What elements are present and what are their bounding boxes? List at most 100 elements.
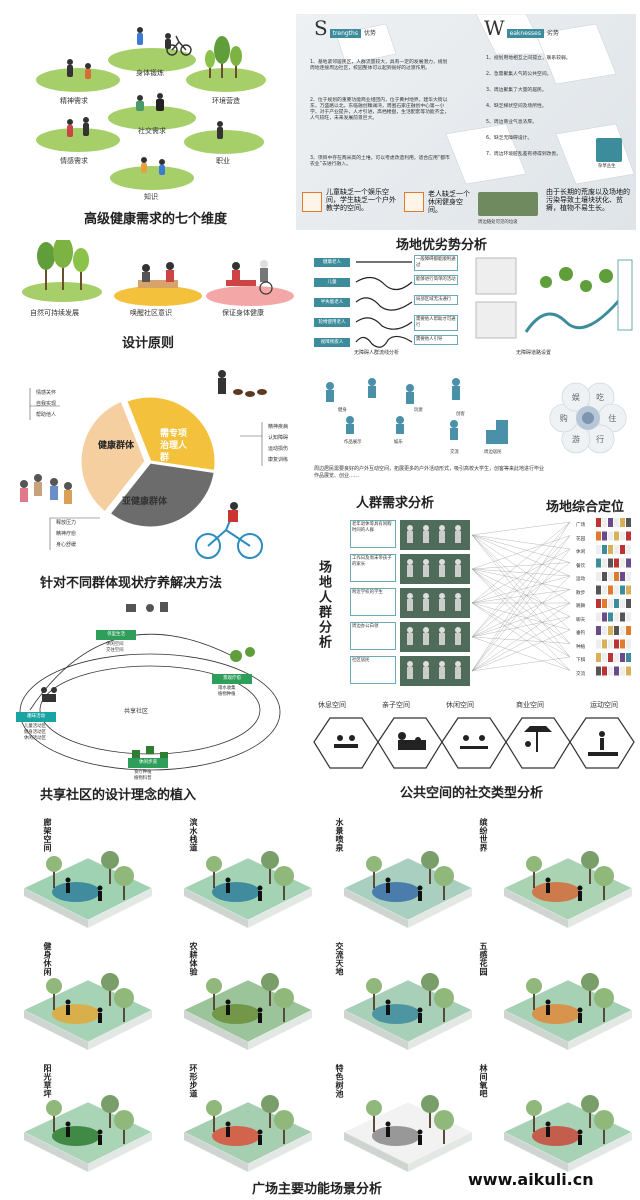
matrix-cell (602, 639, 607, 649)
swot-w-cn: 劣势 (546, 30, 559, 37)
shared-node-walkway: 休闲步道 (128, 758, 168, 768)
barrier-row-visual: 视障残疾人 (314, 338, 350, 347)
flower-petal-label-6: 娱 (572, 393, 580, 402)
dimension-label-exercise: 身体锻炼 (136, 69, 164, 77)
principles-caption: 设计原则 (122, 336, 175, 351)
matrix-cell (614, 666, 619, 676)
matrix-cell (596, 558, 601, 568)
matrix-cell (626, 518, 631, 527)
groups-left-item-3: 帮助他人 (36, 412, 57, 418)
shared-orbit-diagram (19, 602, 281, 771)
watermark: www.aikuli.cn (468, 1170, 594, 1189)
swot-note-old: 老人缺乏一个休闲健身空间。 (428, 190, 470, 214)
pie-slice-3 (78, 398, 148, 516)
principles-panel: 自然可持续发展 唤醒社区意识 保证身体健康 设计原则 (0, 240, 300, 360)
scene-label-1: 廊架空间 (43, 818, 52, 852)
shared-caption: 共享社区的设计理念的植入 (40, 788, 197, 803)
swot-caption: 场地优劣势分析 (396, 238, 488, 253)
matrix-cell (602, 626, 607, 635)
matrix-cell (626, 653, 631, 662)
groups-caption: 针对不同群体现状疗养解决方法 (40, 576, 223, 591)
shared-node-healing: 景观疗愈 (212, 674, 252, 684)
dimension-label-knowledge: 知识 (144, 193, 158, 201)
matrix-cell (602, 531, 607, 541)
matrix-cell (626, 666, 631, 676)
shared-panel: 邻里生活 休闲空间 交往空间 景观疗愈 雨水收集 植物种植 趣味活动 儿童活动区… (0, 600, 300, 810)
matrix-cell (626, 639, 631, 649)
matrix-cell (602, 599, 607, 608)
principle-sustainable: 自然可持续发展 (30, 309, 79, 317)
matrix-cell (608, 572, 613, 581)
position-desc-row-4: 周边办公白领 (350, 622, 396, 650)
dimensions-caption: 高级健康需求的七个维度 (84, 212, 228, 227)
swot-s-item-2: 2、位于规划的重要功能商业组团内，位于黄村地界，建华大街以东，万盛路以北，东临融… (310, 98, 450, 121)
swot-s-letter: S (314, 16, 328, 40)
swot-w-item-3: 3、周边聚集了大量的居民。 (486, 88, 547, 93)
matrix-cell (626, 626, 631, 635)
swot-w-letter: W (484, 16, 505, 40)
groups-bottom-item-2: 精神疗愈 (56, 531, 77, 537)
social-type-leisure: 休闲空间 (446, 701, 474, 709)
dimension-label-social: 社交需求 (138, 127, 166, 135)
matrix-cell (614, 626, 619, 635)
principle-community: 唤醒社区意识 (130, 309, 172, 317)
legend-item-2: 花园 (576, 536, 586, 542)
matrix-cell (602, 612, 607, 622)
shared-center-label: 共享社区 (124, 708, 149, 715)
matrix-cell (608, 666, 613, 676)
dimension-label-career: 职业 (216, 157, 230, 165)
position-vertical-title: 场地人群分析 (316, 560, 331, 650)
swot-w-item-4: 4、缺乏梯状空间及场所性。 (486, 104, 547, 109)
social-type-family: 亲子空间 (382, 701, 410, 709)
barrier-row-semi-disabled: 半失能老人 (314, 298, 350, 307)
matrix-cell (596, 653, 601, 662)
scene-label-5: 健身休闲 (43, 942, 52, 976)
scene-tile-1 (23, 851, 153, 928)
swot-s-word: trengths (329, 29, 361, 38)
scene-tile-7 (343, 973, 473, 1050)
groups-right-item-1: 精神疾病 (268, 424, 289, 430)
groups-figures (20, 370, 267, 559)
matrix-cell (608, 599, 613, 608)
swot-w-item-5: 5、周边商业气息浓厚。 (486, 120, 538, 125)
dimension-label-spiritual: 精神需求 (60, 97, 88, 105)
swot-w-item-2: 2、急需聚集人气的公共空间。 (486, 72, 552, 77)
groups-right-item-2: 认知障碍 (268, 435, 289, 441)
legend-item-5: 运动 (576, 577, 586, 582)
groups-sub-label: 亚健康群体 (122, 497, 168, 507)
matrix-cell (614, 531, 619, 541)
matrix-cell (614, 518, 619, 527)
crowd-panel: 健身 玩耍 作品展示 娱乐 创客 交流 周边居民 吃住行游购娱 周边居民需要良好… (310, 368, 640, 511)
shared-node-walkway-desc: 食疗种植 植物科普 (134, 770, 152, 781)
scene-tile-2 (183, 851, 313, 928)
crowd-label-residents: 周边居民 (484, 450, 502, 455)
scene-tile-8 (503, 973, 633, 1050)
matrix-cell (620, 653, 625, 662)
matrix-cell (602, 518, 607, 527)
legend-item-4: 餐饮 (576, 563, 586, 569)
groups-pie-chart (20, 370, 267, 559)
matrix-cell (620, 585, 625, 595)
flower-petal-6 (561, 382, 591, 412)
swot-w-item-1: 1、规划用地相互之间孤立，联系较弱。 (486, 56, 571, 61)
matrix-cell (596, 572, 601, 581)
swot-s-item-3: 3、项目中存在两米高的土堆，可以考虑改造利用，适合应用“都市农业”去进行融入。 (310, 156, 450, 167)
shared-node-healing-desc: 雨水收集 植物种植 (218, 686, 236, 697)
scene-label-7: 交流天地 (335, 942, 344, 976)
matrix-cell (614, 545, 619, 554)
scene-tile-6 (183, 973, 313, 1050)
groups-special-label: 需专项治理人群 (160, 429, 188, 463)
matrix-cell (614, 585, 619, 595)
crowd-caption: 人群需求分析 (356, 496, 435, 511)
crowd-label-maker: 创客 (456, 412, 465, 417)
barrier-row-wheelchair: 轮椅使用老人 (314, 318, 350, 327)
barrier-note-3: 局部区域无法通行 (414, 295, 458, 305)
groups-panel: 情感关怀 自我实现 帮助他人 精神疾病 认知障碍 运动损伤 康复训练 释放压力 … (0, 366, 300, 596)
barrier-row-child: 儿童 (314, 278, 350, 287)
matrix-cell (608, 612, 613, 622)
matrix-cell (596, 612, 601, 622)
matrix-cell (602, 545, 607, 554)
scene-label-10: 环形步道 (189, 1064, 198, 1098)
swot-note-site: 由于长期的荒废以及场地的污染导致土壤块状化、贫瘠，植物不易生长。 (546, 188, 630, 212)
